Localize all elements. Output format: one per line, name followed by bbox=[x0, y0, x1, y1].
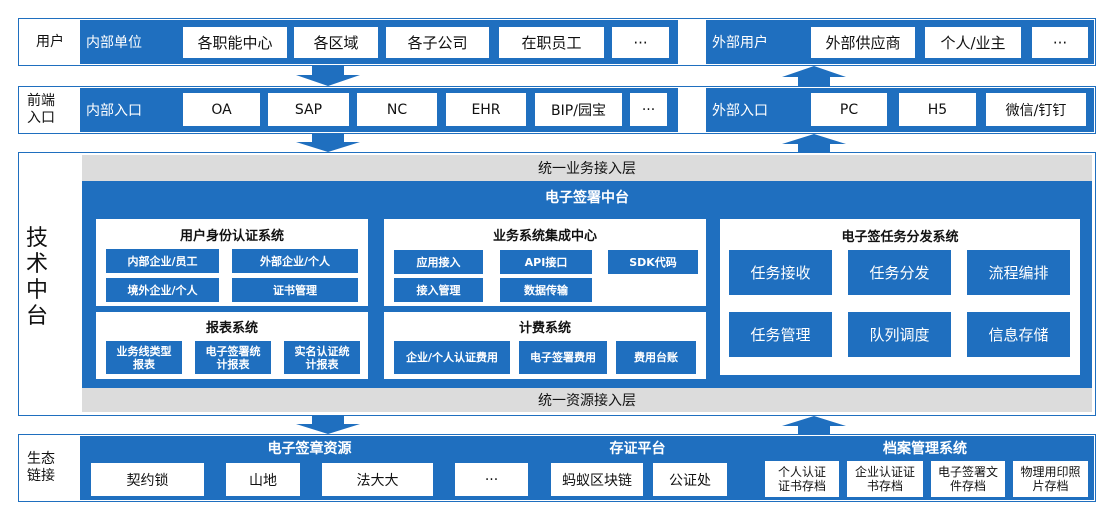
seal-resources-title: 电子签章资源 bbox=[267, 441, 352, 457]
arrow-down-icon bbox=[296, 416, 360, 434]
dispatch-item: 任务管理 bbox=[729, 312, 832, 357]
seal-provider-box: 契约锁 bbox=[91, 463, 204, 496]
integration-item: API接口 bbox=[500, 250, 592, 274]
report-item: 业务线类型报表 bbox=[106, 341, 182, 374]
entry-box: NC bbox=[357, 93, 437, 126]
entry-row-label: 前端入口 bbox=[27, 93, 55, 126]
archive-box: 物理用印照片存档 bbox=[1013, 461, 1088, 497]
integration-item: 接入管理 bbox=[394, 278, 483, 302]
user-group-box: 在职员工 bbox=[499, 27, 604, 58]
dispatch-system-title: 电子签任务分发系统 bbox=[841, 229, 959, 245]
arrow-up-icon bbox=[782, 66, 846, 86]
billing-item: 企业/个人认证费用 bbox=[394, 341, 510, 374]
dispatch-item: 队列调度 bbox=[848, 312, 951, 357]
report-item: 实名认证统计报表 bbox=[284, 341, 360, 374]
archive-box: 企业认证证书存档 bbox=[847, 461, 923, 497]
seal-provider-box: 山地 bbox=[226, 463, 300, 496]
report-item: 电子签署统计报表 bbox=[195, 341, 271, 374]
identity-system-title: 用户身份认证系统 bbox=[179, 228, 284, 244]
arrow-up-icon bbox=[782, 134, 846, 152]
billing-system-title: 计费系统 bbox=[518, 320, 571, 336]
report-system-title: 报表系统 bbox=[205, 320, 258, 336]
entry-box: OA bbox=[183, 93, 260, 126]
user-group-box: 各子公司 bbox=[386, 27, 489, 58]
arrow-up-icon bbox=[782, 416, 846, 434]
identity-item: 内部企业/员工 bbox=[106, 249, 219, 273]
users-row-label: 用户 bbox=[36, 33, 64, 50]
billing-item: 费用台账 bbox=[616, 341, 696, 374]
integration-item: SDK代码 bbox=[608, 250, 698, 274]
entry-box: PC bbox=[811, 93, 887, 126]
entry-box: EHR bbox=[446, 93, 526, 126]
entry-box: 微信/钉钉 bbox=[986, 93, 1086, 126]
evidence-box: 蚂蚁区块链 bbox=[551, 463, 643, 496]
user-group-box: 各职能中心 bbox=[183, 27, 287, 58]
user-group-box: 各区域 bbox=[294, 27, 378, 58]
seal-provider-box: ··· bbox=[455, 463, 528, 496]
identity-item: 境外企业/个人 bbox=[106, 278, 219, 302]
billing-item: 电子签署费用 bbox=[519, 341, 607, 374]
esign-platform-title: 电子签署中台 bbox=[545, 190, 629, 206]
archive-system-title: 档案管理系统 bbox=[883, 441, 967, 457]
user-group-box: 外部供应商 bbox=[811, 27, 915, 58]
seal-provider-box: 法大大 bbox=[322, 463, 433, 496]
resource-access-layer: 统一资源接入层 bbox=[82, 388, 1092, 412]
evidence-box: 公证处 bbox=[653, 463, 727, 496]
dispatch-item: 信息存储 bbox=[967, 312, 1070, 357]
external-entry-label: 外部入口 bbox=[712, 103, 768, 119]
identity-item: 外部企业/个人 bbox=[232, 249, 358, 273]
evidence-platform-title: 存证平台 bbox=[609, 441, 666, 457]
tech-row-label: 技术中台 bbox=[26, 226, 49, 329]
user-group-box: ··· bbox=[612, 27, 669, 58]
integration-item: 数据传输 bbox=[500, 278, 592, 302]
integration-item: 应用接入 bbox=[394, 250, 483, 274]
archive-box: 个人认证证书存档 bbox=[765, 461, 839, 497]
eco-row-label: 生态链接 bbox=[27, 451, 55, 484]
arrow-down-icon bbox=[296, 66, 360, 86]
user-group-box: ··· bbox=[1032, 27, 1088, 58]
internal-users-label: 内部单位 bbox=[86, 35, 142, 51]
entry-box: ··· bbox=[630, 93, 667, 126]
dispatch-item: 任务分发 bbox=[848, 250, 951, 295]
external-users-label: 外部用户 bbox=[712, 35, 768, 51]
archive-box: 电子签署文件存档 bbox=[931, 461, 1005, 497]
internal-entry-label: 内部入口 bbox=[86, 103, 142, 119]
business-access-layer: 统一业务接入层 bbox=[82, 155, 1092, 181]
user-group-box: 个人/业主 bbox=[925, 27, 1021, 58]
entry-box: SAP bbox=[268, 93, 349, 126]
identity-item: 证书管理 bbox=[232, 278, 358, 302]
dispatch-item: 任务接收 bbox=[729, 250, 832, 295]
arrow-down-icon bbox=[296, 134, 360, 152]
entry-box: BIP/园宝 bbox=[535, 93, 622, 126]
entry-box: H5 bbox=[899, 93, 976, 126]
integration-center-title: 业务系统集成中心 bbox=[492, 228, 597, 244]
dispatch-item: 流程编排 bbox=[967, 250, 1070, 295]
